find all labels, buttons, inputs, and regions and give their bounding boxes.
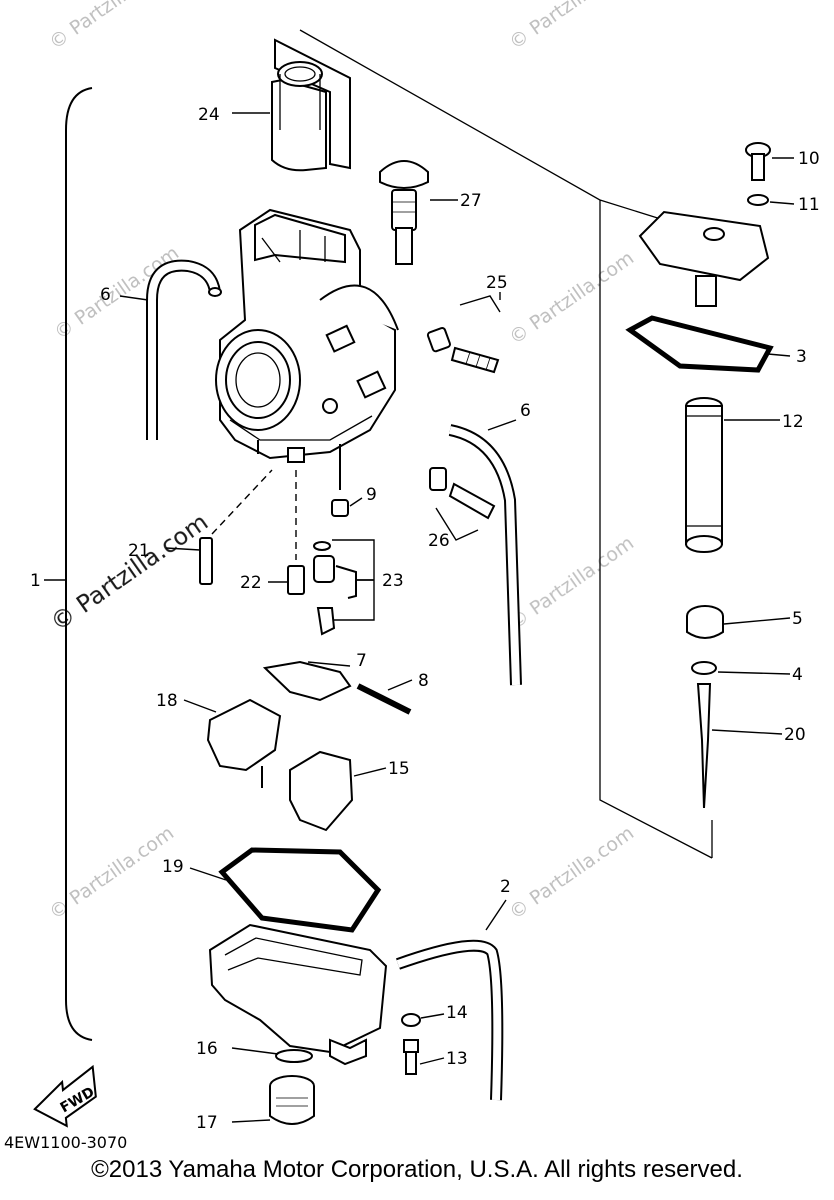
watermark: © Partzilla.com [45, 0, 178, 54]
label-11: 11 [798, 195, 820, 215]
label-17: 17 [196, 1113, 218, 1133]
watermark: © Partzilla.com [505, 532, 638, 634]
part-9-jet-holder [331, 499, 349, 517]
part-6-vent-tube-left [146, 259, 221, 440]
label-18: 18 [156, 691, 178, 711]
part-25-screw-set [426, 295, 501, 374]
label-3: 3 [796, 347, 807, 367]
assembly-bracket [65, 87, 93, 1041]
float-bowl [208, 923, 388, 1066]
copyright-notice: ©2013 Yamaha Motor Corporation, U.S.A. A… [91, 1156, 743, 1183]
part-top-cover [638, 210, 770, 307]
part-26-pilot-air-screw [429, 467, 496, 541]
label-24: 24 [198, 105, 220, 125]
part-20-jet-needle [696, 683, 712, 809]
label-5: 5 [792, 609, 803, 629]
label-14: 14 [446, 1003, 468, 1023]
part-10-screw [745, 142, 771, 181]
part-22-main-jet [287, 470, 305, 595]
label-4: 4 [792, 665, 803, 685]
part-21-starter-jet [199, 469, 273, 585]
label-2: 2 [500, 877, 511, 897]
watermark: © Partzilla.com [505, 0, 638, 54]
drawing-code: 4EW1100-3070 [4, 1133, 127, 1152]
label-8: 8 [418, 671, 429, 691]
part-labels: 1 2 3 4 5 6 6 7 8 9 10 11 12 13 14 15 16… [30, 105, 820, 1133]
part-15-cover [289, 750, 354, 832]
part-12-throttle-valve [685, 397, 723, 553]
part-17-drain-plug [269, 1075, 315, 1125]
watermark: © Partzilla.com [50, 242, 183, 344]
fwd-arrow-icon: FWD [33, 1064, 97, 1128]
watermark-main: © Partzilla.com [45, 508, 213, 637]
label-1: 1 [30, 571, 41, 591]
part-4-clip [691, 661, 717, 675]
part-14-washer [401, 1013, 421, 1027]
part-19-float-bowl-gasket [218, 847, 382, 933]
part-18-float [206, 698, 282, 788]
part-3-cover-gasket [625, 315, 774, 373]
leader-lines [119, 112, 795, 1123]
label-26: 26 [428, 531, 450, 551]
label-13: 13 [446, 1049, 468, 1069]
carburetor-body [215, 208, 399, 490]
part-5-needle-holder [686, 605, 724, 639]
label-25: 25 [486, 273, 508, 293]
label-23: 23 [382, 571, 404, 591]
label-6: 6 [520, 401, 531, 421]
part-7-float-pin-bracket [262, 660, 352, 702]
label-21: 21 [128, 541, 150, 561]
label-6: 6 [100, 285, 111, 305]
part-11-washer [747, 194, 769, 206]
label-12: 12 [782, 412, 804, 432]
label-7: 7 [356, 651, 367, 671]
part-27-choke-plunger [379, 160, 429, 265]
part-13-screw [403, 1039, 419, 1075]
part-16-o-ring [275, 1049, 313, 1063]
part-23-needle-jet-set [313, 539, 375, 636]
label-22: 22 [240, 573, 262, 593]
label-16: 16 [196, 1039, 218, 1059]
label-27: 27 [460, 191, 482, 211]
part-6-vent-tube-right [448, 424, 522, 686]
label-9: 9 [366, 485, 377, 505]
label-15: 15 [388, 759, 410, 779]
part-24-cable-guide [271, 38, 351, 172]
label-20: 20 [784, 725, 806, 745]
part-8-float-pin [356, 683, 412, 715]
label-19: 19 [162, 857, 184, 877]
label-10: 10 [798, 149, 820, 169]
watermark: © Partzilla.com [505, 822, 638, 924]
watermark: © Partzilla.com [505, 247, 638, 349]
